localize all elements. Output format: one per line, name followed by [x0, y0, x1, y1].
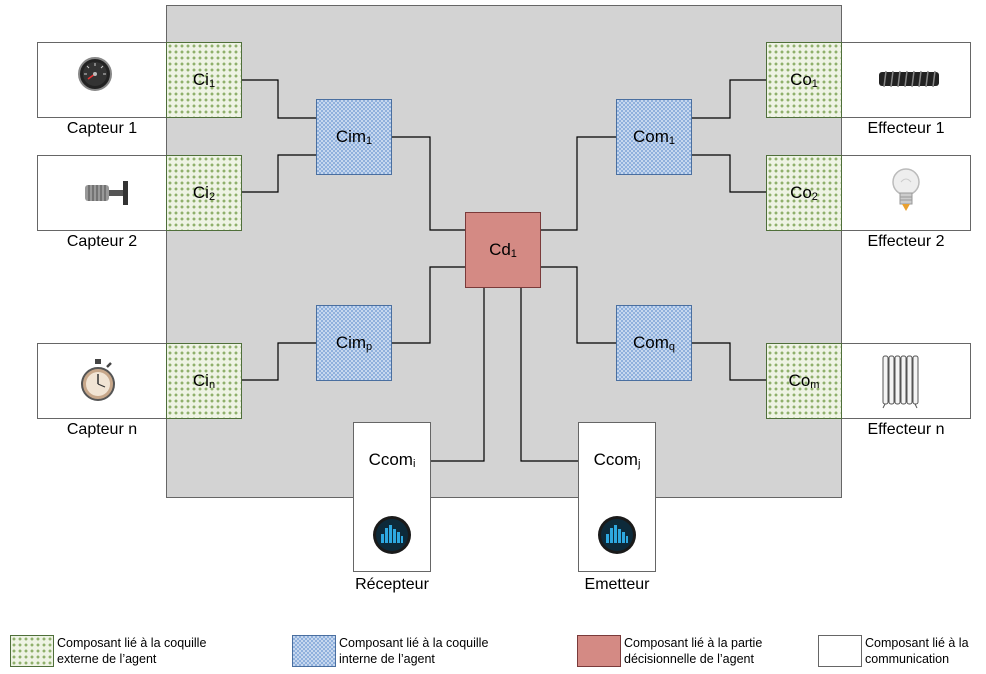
wire-com1-co1 — [692, 79, 766, 119]
legend-text-internal-shell: Composant lié à la coquille interne de l… — [339, 636, 489, 666]
wire-com1-co2 — [692, 154, 766, 193]
wire-cin-cimp — [242, 342, 316, 381]
wire-cimp-cd1 — [392, 266, 465, 344]
recepteur-box — [353, 422, 431, 572]
radiator-icon — [882, 355, 919, 409]
capteur-1-label: Capteur 1 — [66, 120, 138, 137]
legend-swatch-external-shell — [10, 635, 54, 667]
wire-cd1-com1 — [541, 136, 616, 231]
stopwatch-icon — [81, 359, 115, 401]
wire-ci2-cim1 — [242, 154, 316, 193]
gauge-icon — [78, 57, 112, 91]
wire-cd1-comq — [541, 266, 616, 344]
capteur-n-label: Capteur n — [66, 421, 138, 438]
signal-bars-icon — [598, 516, 636, 554]
recepteur-label: Récepteur — [355, 576, 429, 593]
legend-text-decision: Composant lié à la partie décisionnelle … — [624, 636, 763, 666]
wire-cim1-cd1 — [392, 136, 465, 231]
effecteur-n-label: Effecteur n — [867, 421, 945, 438]
wire-ci1-cim1 — [242, 79, 316, 119]
legend-text-external-shell: Composant lié à la coquille externe de l… — [57, 636, 207, 666]
legend-swatch-decision — [577, 635, 621, 667]
wire-comq-com — [692, 342, 766, 381]
coil-icon — [879, 70, 939, 88]
signal-bars-icon — [373, 516, 411, 554]
lightbulb-icon — [892, 168, 920, 211]
legend-swatch-internal-shell — [292, 635, 336, 667]
ccom-j-label: Ccom — [593, 450, 638, 469]
effecteur-1-label: Effecteur 1 — [867, 120, 945, 137]
sensor-probe-icon — [85, 181, 128, 205]
effecteur-2-label: Effecteur 2 — [867, 233, 945, 250]
legend-swatch-communication — [818, 635, 862, 667]
emetteur-label: Emetteur — [584, 576, 650, 593]
ccom-i-label: Ccom — [368, 450, 413, 469]
wire-cd1-ccomj — [520, 287, 578, 462]
wire-cd1-ccomi — [431, 287, 485, 462]
legend-text-communication: Composant lié à la communication — [865, 636, 969, 666]
capteur-2-label: Capteur 2 — [66, 233, 138, 250]
capteur-2-box — [37, 155, 167, 231]
